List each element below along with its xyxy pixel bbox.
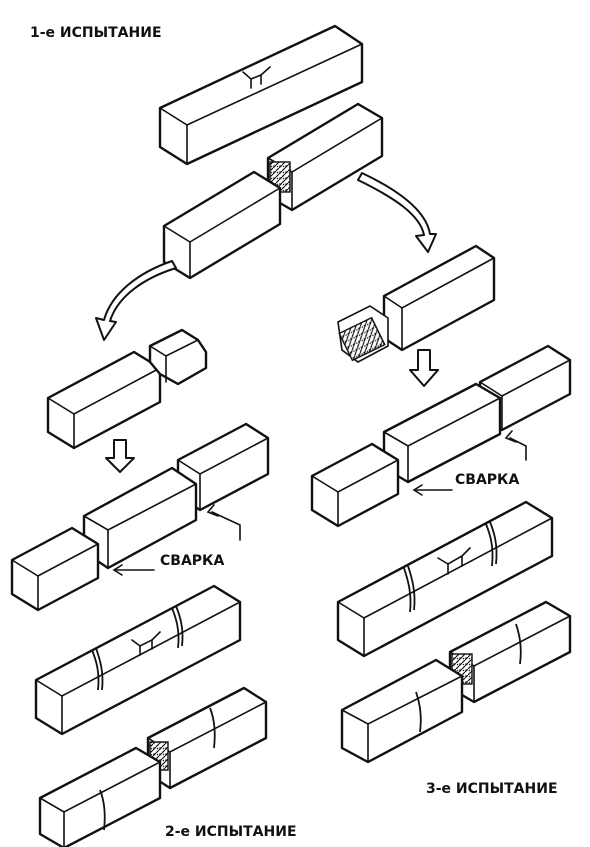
left-piece-with-cut-end (48, 330, 206, 448)
right-piece-with-fracture (338, 246, 494, 362)
weld-left-label: СВАРКА (160, 553, 224, 569)
down-arrow-right (410, 350, 438, 386)
down-arrow-left (106, 440, 134, 472)
test3-label: 3-е ИСПЫТАНИЕ (426, 781, 558, 797)
curved-arrow-left (96, 261, 176, 340)
left-assembly-before-weld (12, 424, 268, 610)
test2-label: 2-е ИСПЫТАНИЕ (165, 824, 297, 840)
weld-right-label: СВАРКА (455, 472, 519, 488)
right-assembly-before-weld (312, 346, 570, 526)
test1-label: 1-е ИСПЫТАНИЕ (30, 25, 162, 41)
curved-arrow-right (358, 173, 436, 252)
